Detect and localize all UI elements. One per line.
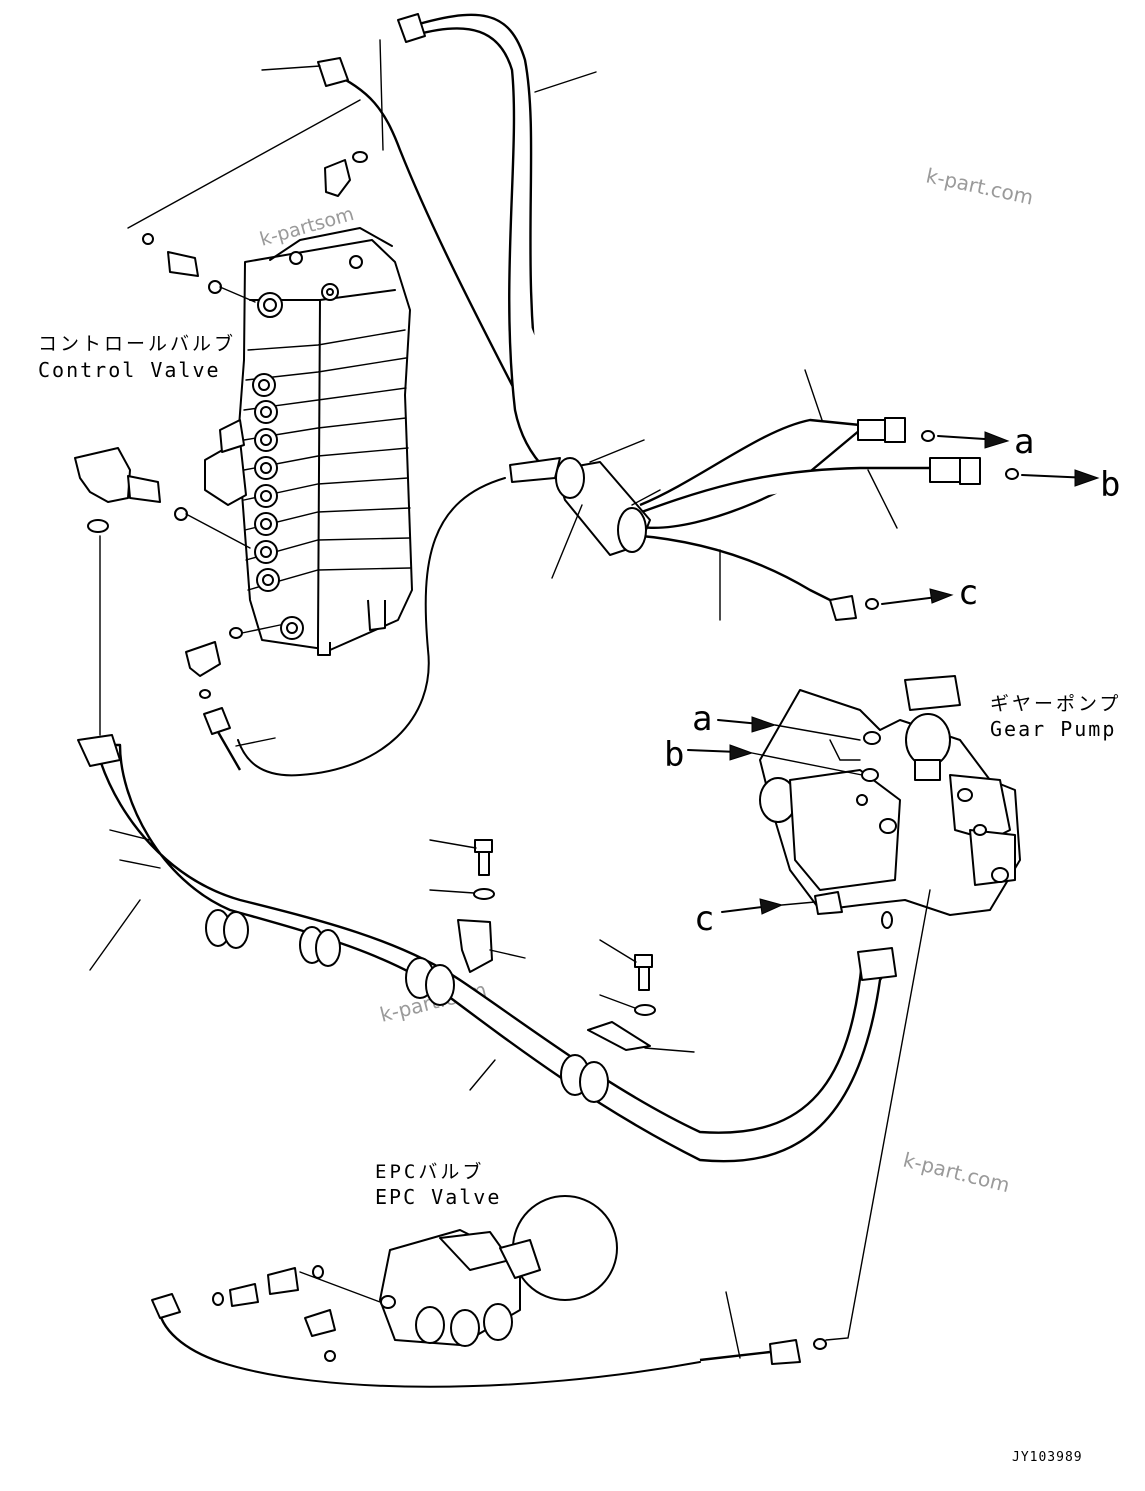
connection-label-a-pump: a: [692, 699, 712, 739]
connection-label-c-pump: c: [694, 899, 714, 939]
watermark-top-right: k-part.com: [924, 163, 1036, 209]
watermark-bottom-right: k-part.com: [901, 1148, 1012, 1198]
connection-label-b-pump: b: [664, 735, 684, 775]
connection-arrows: a b c: [865, 422, 1120, 613]
connection-label-a-upper: a: [1014, 422, 1034, 462]
pump-connection-arrows: a b c: [664, 699, 863, 939]
control-valve-fittings: [74, 151, 368, 699]
epc-hose: [151, 889, 931, 1388]
gear-pump-label: ギヤーポンプ Gear Pump: [990, 693, 1121, 741]
epc-valve: [212, 1195, 618, 1362]
epc-valve-label: EPCバルブ EPC Valve: [375, 1160, 501, 1209]
control-valve-label: コントロールバルブ Control Valve: [38, 332, 236, 382]
suction-pipe: [77, 734, 897, 1163]
leader-lines: [89, 39, 898, 1359]
bolts-and-brackets: [457, 839, 656, 1051]
watermark-top-left: k-partsom: [257, 203, 356, 251]
gear-pump: [759, 675, 1021, 929]
control-valve-label-en: Control Valve: [38, 358, 221, 382]
gear-pump-label-en: Gear Pump: [990, 717, 1116, 741]
gear-pump-label-jp: ギヤーポンプ: [990, 693, 1121, 715]
valve-ports: [252, 251, 363, 640]
epc-valve-label-en: EPC Valve: [375, 1185, 501, 1209]
connection-label-c-upper: c: [958, 573, 978, 613]
upper-hoses: [203, 13, 981, 777]
epc-valve-label-jp: EPCバルブ: [375, 1160, 484, 1183]
connection-label-b-upper: b: [1100, 465, 1120, 505]
control-valve: [204, 227, 413, 656]
control-valve-label-jp: コントロールバルブ: [38, 332, 236, 355]
drawing-number: JY103989: [1012, 1450, 1083, 1465]
